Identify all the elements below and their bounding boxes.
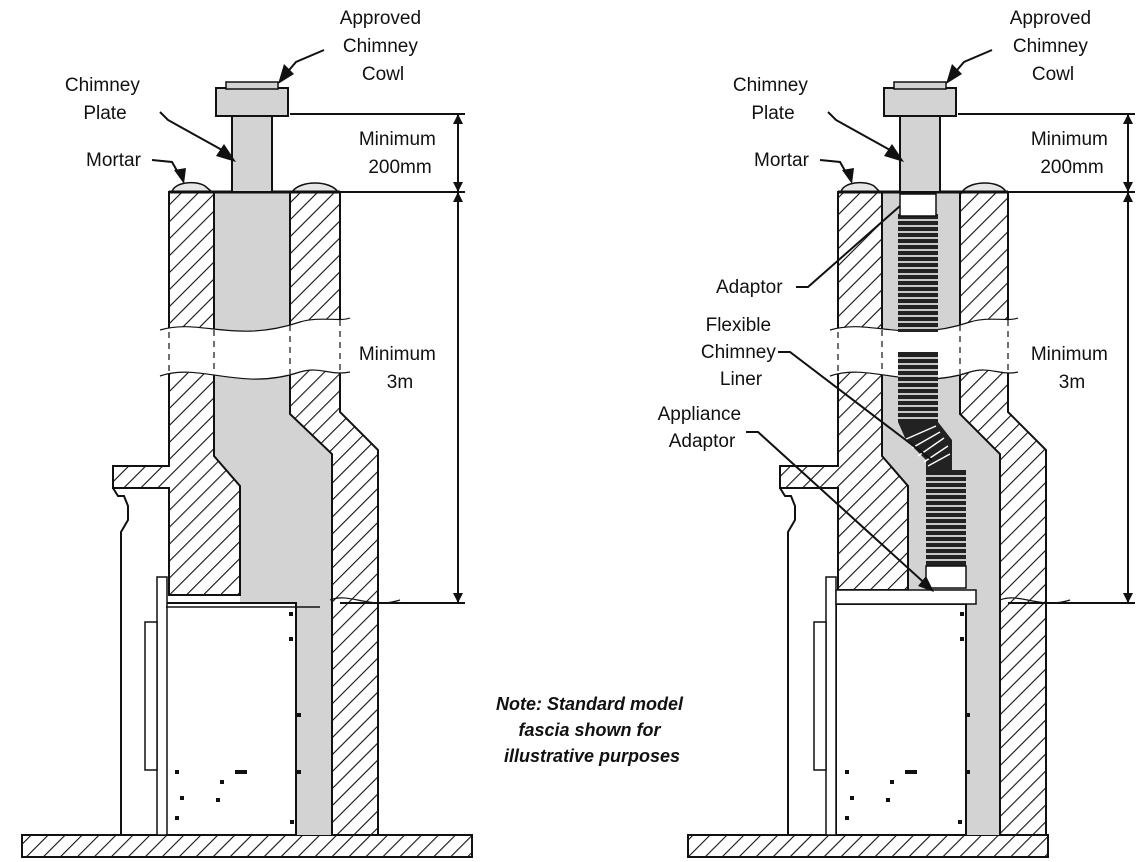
left-cowl-pipe <box>231 115 273 193</box>
right-cowl-cap <box>883 87 957 117</box>
left-cowl-line-3: Cowl <box>362 64 404 85</box>
right-floor <box>687 834 1049 858</box>
note-line-1: Note: Standard model <box>496 694 684 714</box>
left-diagram: Approved Chimney Cowl Chimney Plate Mort… <box>21 8 473 858</box>
right-cowl-top <box>893 81 947 90</box>
left-floor <box>21 834 473 858</box>
right-stove-handle <box>813 621 827 771</box>
right-adaptor-leader <box>796 205 901 288</box>
left-cowl-label: Approved Chimney Cowl <box>340 8 427 85</box>
right-cowl-line-3: Cowl <box>1032 64 1074 85</box>
left-mortar-left <box>171 181 215 193</box>
right-mantle-edge <box>779 487 796 835</box>
right-appliance-adaptor-label: Appliance Adaptor <box>658 404 747 452</box>
right-min-height-label: Minimum 3m <box>1031 344 1113 393</box>
left-min-top-label: Minimum 200mm <box>359 129 441 178</box>
right-plate-line-2: Plate <box>751 103 794 124</box>
right-stove-body <box>835 603 967 836</box>
left-stove-body <box>165 602 297 836</box>
left-mortar-leader <box>151 159 181 177</box>
left-mantle-edge <box>112 487 129 835</box>
left-break-band <box>160 318 350 380</box>
note-line-2: fascia shown for <box>518 720 661 740</box>
left-mortar-label: Mortar <box>86 150 142 171</box>
left-wall-break <box>329 597 401 604</box>
right-break-top <box>829 317 1019 332</box>
left-min-top-line-2: 200mm <box>368 157 431 178</box>
right-flexible-liner <box>898 214 967 589</box>
left-plate-leader <box>159 111 223 151</box>
left-plate-line-1: Chimney <box>65 75 140 96</box>
right-liner-line-1: Flexible <box>706 315 771 336</box>
right-appliance-adaptor-leader <box>746 431 931 589</box>
right-min-height-line-1: Minimum <box>1031 344 1108 365</box>
left-flue-lower <box>214 414 332 835</box>
right-min-height-line-2: 3m <box>1059 372 1085 393</box>
right-mortar-left <box>840 181 882 193</box>
left-cowl-line-2: Chimney <box>343 36 418 57</box>
right-liner-bend <box>898 422 952 470</box>
left-plate-label: Chimney Plate <box>65 75 145 124</box>
right-cowl-pipe <box>899 115 941 193</box>
right-diagram: Approved Chimney Cowl Chimney Plate Mort… <box>658 8 1135 858</box>
left-cowl-cap <box>215 87 289 117</box>
right-liner-appliance-collar <box>925 565 967 589</box>
right-wall-break <box>999 597 1071 604</box>
right-liner-upper <box>898 214 938 332</box>
right-top-adaptor <box>899 193 937 217</box>
right-plate-line-1: Chimney <box>733 75 808 96</box>
right-stove-fascia <box>825 576 837 836</box>
right-adaptor-label: Adaptor <box>716 277 783 298</box>
right-stove-dots <box>845 612 970 824</box>
right-cowl-line-1: Approved <box>1010 8 1091 29</box>
right-liner-label: Flexible Chimney Liner <box>701 315 781 390</box>
left-cowl-top <box>225 81 279 90</box>
right-min-top-label: Minimum 200mm <box>1031 129 1113 178</box>
note-line-3: illustrative purposes <box>504 746 680 766</box>
right-liner-middle-ribs <box>898 357 938 419</box>
right-liner-leader <box>778 351 933 461</box>
left-min-height-label: Minimum 3m <box>359 344 441 393</box>
right-plate-label: Chimney Plate <box>733 75 813 124</box>
note-text: Note: Standard model fascia shown for il… <box>496 694 688 766</box>
left-stove-fascia <box>156 576 168 836</box>
left-flue-upper <box>214 192 290 414</box>
right-min-top-line-2: 200mm <box>1040 157 1103 178</box>
right-appliance-adaptor-line-2: Adaptor <box>669 431 736 452</box>
right-cowl-line-2: Chimney <box>1013 36 1088 57</box>
left-min-height-line-1: Minimum <box>359 344 436 365</box>
right-appliance-adaptor-line-1: Appliance <box>658 404 741 425</box>
right-mortar-leader <box>819 159 849 177</box>
left-stove-dots <box>175 612 301 824</box>
right-break-band <box>830 318 1018 380</box>
left-break-top <box>159 317 351 332</box>
right-min-top-line-1: Minimum <box>1031 129 1108 150</box>
right-liner-line-3: Liner <box>720 369 763 390</box>
right-stove-top-plate <box>835 589 977 605</box>
left-cowl-line-1: Approved <box>340 8 421 29</box>
right-break-bottom <box>829 369 1019 380</box>
left-plate-line-2: Plate <box>83 103 126 124</box>
left-break-bottom <box>159 369 351 380</box>
right-cowl-label: Approved Chimney Cowl <box>1010 8 1097 85</box>
left-min-top-line-1: Minimum <box>359 129 436 150</box>
right-mortar-label: Mortar <box>754 150 810 171</box>
left-min-height-line-2: 3m <box>387 372 413 393</box>
left-stove-handle <box>144 621 158 771</box>
right-flue-lower <box>882 414 1000 835</box>
right-liner-lower-ribs <box>926 475 966 561</box>
right-liner-upper-ribs <box>898 219 938 329</box>
right-plate-leader <box>827 111 891 151</box>
right-liner-line-2: Chimney <box>701 342 776 363</box>
